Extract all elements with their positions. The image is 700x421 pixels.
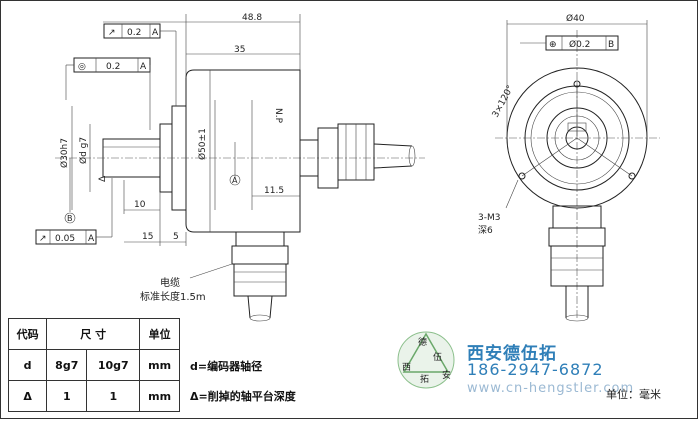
svg-text:A: A [88,234,95,244]
cable-bottom [247,295,273,319]
svg-text:⊕: ⊕ [549,40,557,50]
svg-text:A: A [152,28,159,38]
svg-text:拓: 拓 [420,373,429,385]
dim-5: 5 [173,232,179,242]
unit-label: 单位：毫米 [606,388,661,401]
table-row: d 8g7 10g7 mm [7,349,180,381]
dim-10: 10 [134,200,146,210]
svg-text:A: A [232,176,238,185]
hole-label: 3-M3 [478,213,500,223]
header-unit: 单位 [139,318,180,350]
datum-a-symbol [229,174,241,186]
dim-body-length: 35 [234,45,245,55]
cable-right [373,143,413,169]
dim-shaft-dia: Ød g7 [78,137,89,164]
brand-name: 西安德伍拓 [467,344,557,364]
brand-website: www.cn-hengstler.com [467,381,635,396]
note-delta: Δ=削掉的轴平台深度 [190,390,296,403]
gland-body-bottom [231,245,289,265]
svg-text:西: 西 [402,362,411,373]
svg-text:B: B [67,214,73,223]
dim-11-5: 11.5 [264,186,284,196]
tolerance-runout: ↗ 0.05 A [35,178,113,245]
svg-text:B: B [608,40,614,50]
front-view: Ø50±1 A N.P 48.8 35 11.5 10 15 5 Ø30h7 Ø… [35,13,425,322]
dim-flange-dia: Ø30h7 [59,138,70,168]
gland-nut-bottom [235,231,285,247]
svg-text:◎: ◎ [78,62,86,72]
hole-depth-label: 深6 [478,225,493,236]
svg-text:↗: ↗ [39,234,47,244]
svg-text:0.05: 0.05 [55,234,75,244]
svg-text:↗: ↗ [108,28,116,38]
svg-text:德: 德 [418,336,427,348]
svg-text:安: 安 [442,369,451,381]
dim-outer-dia: Ø40 [566,13,585,24]
dim-delta: Δ [98,175,108,182]
gland-cap-bottom [233,263,287,297]
side-view: Ø40 ⊕ Ø0.2 B 3×120° 3-M3 深6 [478,13,660,322]
dim-15: 15 [142,232,153,242]
header-code: 代码 [7,318,48,350]
brand-phone: 186-2947-6872 [467,360,604,379]
dim-body-dia: Ø50±1 [197,128,208,160]
encoder-body [185,69,301,233]
svg-text:Ø0.2: Ø0.2 [569,39,590,50]
header-size: 尺 寸 [46,318,141,350]
tolerance-perp: ↗ 0.2 A [103,23,177,106]
svg-text:0.2: 0.2 [106,62,120,72]
svg-text:0.2: 0.2 [127,28,141,38]
tolerance-position: ⊕ Ø0.2 B [520,35,619,51]
cable-label: 电缆 [160,276,180,289]
nameplate-label: N.P [273,108,283,124]
m3-hole-3 [573,80,581,88]
note-d: d=编码器轴径 [190,360,263,373]
dim-angle: 3×120° [491,84,516,120]
svg-text:伍: 伍 [433,352,442,363]
tolerance-concentric: ◎ 0.2 A [65,57,151,130]
m3-hole-1 [518,172,526,180]
datum-b-symbol [64,212,76,224]
brand-logo: 德 伍 拓 西 安 [397,331,455,389]
dim-total-length: 48.8 [242,13,262,23]
cable-length-label: 标准长度1.5m [140,290,206,303]
m3-hole-2 [628,172,636,180]
svg-text:A: A [140,62,147,72]
table-row: Δ 1 1 mm [7,380,180,412]
spec-table: 代码 尺 寸 单位 d 8g7 10g7 mm Δ 1 1 mm [7,318,180,412]
